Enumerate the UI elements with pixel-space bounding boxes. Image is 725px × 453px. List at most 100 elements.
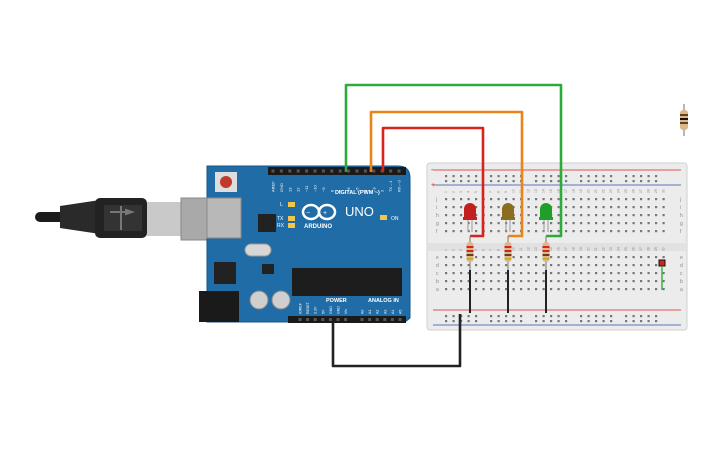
power-pin[interactable] [321, 318, 325, 321]
terminal-hole[interactable] [572, 206, 575, 209]
terminal-hole[interactable] [542, 280, 545, 283]
rail-hole[interactable] [505, 175, 508, 178]
terminal-hole[interactable] [655, 198, 658, 201]
terminal-hole[interactable] [512, 280, 515, 283]
rail-hole[interactable] [610, 315, 613, 318]
analog-pin[interactable] [368, 318, 372, 321]
terminal-hole[interactable] [595, 214, 598, 217]
digital-pin[interactable] [372, 169, 376, 173]
digital-pin[interactable] [330, 169, 334, 173]
terminal-hole[interactable] [587, 206, 590, 209]
terminal-hole[interactable] [542, 272, 545, 275]
rail-hole[interactable] [587, 320, 590, 323]
terminal-hole[interactable] [655, 222, 658, 225]
terminal-hole[interactable] [490, 280, 493, 283]
terminal-hole[interactable] [617, 198, 620, 201]
terminal-hole[interactable] [647, 280, 650, 283]
terminal-hole[interactable] [610, 256, 613, 259]
terminal-hole[interactable] [527, 222, 530, 225]
terminal-hole[interactable] [452, 206, 455, 209]
digital-pin[interactable] [347, 169, 351, 173]
terminal-hole[interactable] [557, 264, 560, 267]
terminal-hole[interactable] [520, 264, 523, 267]
terminal-hole[interactable] [535, 256, 538, 259]
terminal-hole[interactable] [550, 256, 553, 259]
terminal-hole[interactable] [512, 230, 515, 233]
terminal-hole[interactable] [490, 230, 493, 233]
rail-hole[interactable] [610, 175, 613, 178]
terminal-hole[interactable] [482, 256, 485, 259]
terminal-hole[interactable] [482, 280, 485, 283]
resistor[interactable] [466, 236, 474, 270]
terminal-hole[interactable] [557, 222, 560, 225]
terminal-hole[interactable] [475, 222, 478, 225]
terminal-hole[interactable] [595, 206, 598, 209]
terminal-hole[interactable] [497, 280, 500, 283]
rail-hole[interactable] [490, 320, 493, 323]
terminal-hole[interactable] [595, 256, 598, 259]
terminal-hole[interactable] [445, 206, 448, 209]
terminal-hole[interactable] [490, 214, 493, 217]
terminal-hole[interactable] [595, 264, 598, 267]
rail-hole[interactable] [467, 315, 470, 318]
digital-pin[interactable] [313, 169, 317, 173]
rail-hole[interactable] [625, 175, 628, 178]
terminal-hole[interactable] [512, 198, 515, 201]
terminal-hole[interactable] [632, 222, 635, 225]
terminal-hole[interactable] [655, 214, 658, 217]
terminal-hole[interactable] [640, 280, 643, 283]
terminal-hole[interactable] [640, 214, 643, 217]
terminal-hole[interactable] [452, 198, 455, 201]
terminal-hole[interactable] [535, 280, 538, 283]
rail-hole[interactable] [640, 315, 643, 318]
terminal-hole[interactable] [610, 206, 613, 209]
terminal-hole[interactable] [565, 256, 568, 259]
rail-hole[interactable] [475, 180, 478, 183]
rail-hole[interactable] [535, 320, 538, 323]
terminal-hole[interactable] [557, 280, 560, 283]
terminal-hole[interactable] [557, 272, 560, 275]
rail-hole[interactable] [505, 320, 508, 323]
terminal-hole[interactable] [632, 264, 635, 267]
rail-hole[interactable] [580, 180, 583, 183]
terminal-hole[interactable] [632, 256, 635, 259]
analog-pin[interactable] [383, 318, 387, 321]
terminal-hole[interactable] [482, 264, 485, 267]
terminal-hole[interactable] [595, 280, 598, 283]
terminal-hole[interactable] [505, 272, 508, 275]
terminal-hole[interactable] [647, 214, 650, 217]
digital-pin[interactable] [321, 169, 325, 173]
terminal-hole[interactable] [460, 214, 463, 217]
terminal-hole[interactable] [490, 272, 493, 275]
terminal-hole[interactable] [602, 272, 605, 275]
rail-hole[interactable] [565, 180, 568, 183]
rail-hole[interactable] [565, 175, 568, 178]
terminal-hole[interactable] [452, 288, 455, 291]
terminal-hole[interactable] [632, 206, 635, 209]
terminal-hole[interactable] [520, 256, 523, 259]
rail-hole[interactable] [452, 180, 455, 183]
terminal-hole[interactable] [445, 222, 448, 225]
rail-hole[interactable] [497, 315, 500, 318]
rail-hole[interactable] [587, 315, 590, 318]
terminal-hole[interactable] [617, 222, 620, 225]
terminal-hole[interactable] [460, 264, 463, 267]
digital-pin[interactable] [296, 169, 300, 173]
terminal-hole[interactable] [565, 222, 568, 225]
led-red[interactable] [463, 203, 477, 232]
analog-pin[interactable] [360, 318, 364, 321]
terminal-hole[interactable] [640, 256, 643, 259]
terminal-hole[interactable] [527, 288, 530, 291]
rail-hole[interactable] [580, 320, 583, 323]
rail-hole[interactable] [452, 320, 455, 323]
terminal-hole[interactable] [617, 288, 620, 291]
rail-hole[interactable] [610, 320, 613, 323]
terminal-hole[interactable] [647, 222, 650, 225]
terminal-hole[interactable] [550, 264, 553, 267]
rail-hole[interactable] [587, 180, 590, 183]
rail-hole[interactable] [497, 320, 500, 323]
terminal-hole[interactable] [497, 264, 500, 267]
terminal-hole[interactable] [460, 198, 463, 201]
rail-hole[interactable] [580, 175, 583, 178]
rail-hole[interactable] [460, 180, 463, 183]
